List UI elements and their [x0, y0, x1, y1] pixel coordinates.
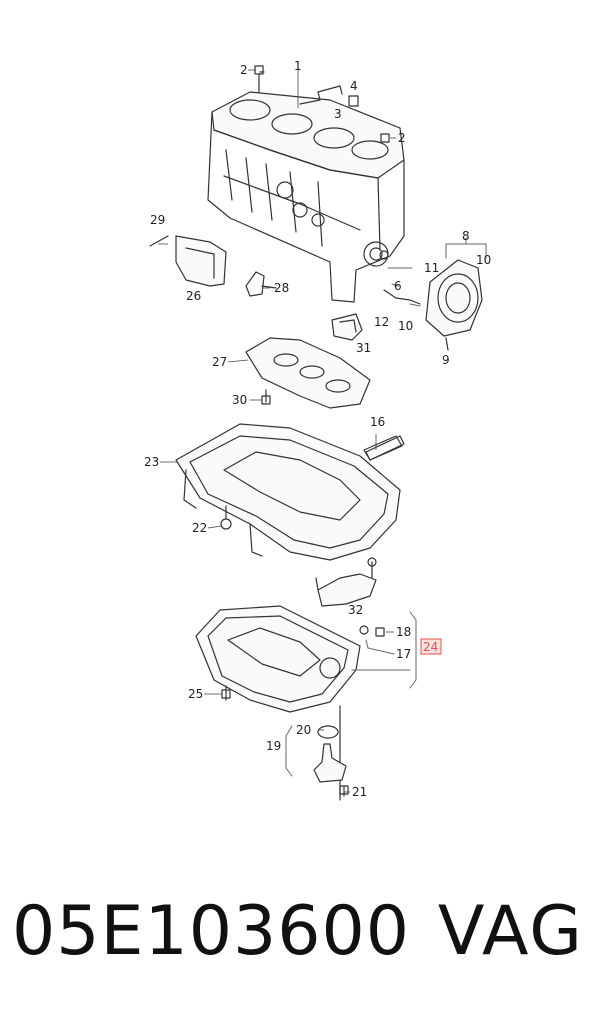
callout-10b: 10 [398, 319, 413, 333]
callout-3: 3 [334, 107, 342, 121]
callout-16: 16 [370, 415, 385, 429]
engine-block [207, 91, 405, 303]
callout-24-highlight [420, 638, 442, 655]
callout-26: 26 [186, 289, 201, 303]
sensor-part [245, 271, 277, 297]
sealant-tube [363, 435, 403, 461]
bearing-cap [245, 337, 371, 409]
callout-29: 29 [150, 213, 165, 227]
cover-part [331, 313, 363, 341]
callout-2b: 2 [398, 131, 406, 145]
lower-oil-pan [195, 605, 385, 801]
callout-4: 4 [350, 79, 358, 93]
bracket-part [149, 235, 227, 287]
callout-22: 22 [192, 521, 207, 535]
callout-9: 9 [442, 353, 450, 367]
oil-pump-pipe [315, 557, 377, 607]
callout-23: 23 [144, 455, 159, 469]
callout-1: 1 [294, 59, 302, 73]
callout-11: 11 [424, 261, 439, 275]
callout-28: 28 [274, 281, 289, 295]
callout-25: 25 [188, 687, 203, 701]
callout-27: 27 [212, 355, 227, 369]
callout-2a: 2 [240, 63, 248, 77]
rear-seal-flange [379, 250, 483, 351]
callout-31: 31 [356, 341, 371, 355]
callout-32: 32 [348, 603, 363, 617]
callout-10a: 10 [476, 253, 491, 267]
brand-name: VAG [437, 892, 584, 971]
callout-19: 19 [266, 739, 281, 753]
bolt-parts [254, 65, 390, 143]
callout-8: 8 [462, 229, 470, 243]
callout-21: 21 [352, 785, 367, 799]
callout-12: 12 [374, 315, 389, 329]
callout-30: 30 [232, 393, 247, 407]
part-number: 05E103600 [12, 892, 411, 971]
callout-6: 6 [394, 279, 402, 293]
exploded-parts-diagram: 2 1 4 3 2 8 10 29 11 6 26 28 12 10 9 31 … [144, 59, 491, 801]
callout-18: 18 [396, 625, 411, 639]
callout-20: 20 [296, 723, 311, 737]
callout-17: 17 [396, 647, 411, 661]
callout-24: 24 [423, 640, 438, 654]
oil-strainer [313, 725, 349, 797]
upper-oil-pan [175, 423, 405, 561]
